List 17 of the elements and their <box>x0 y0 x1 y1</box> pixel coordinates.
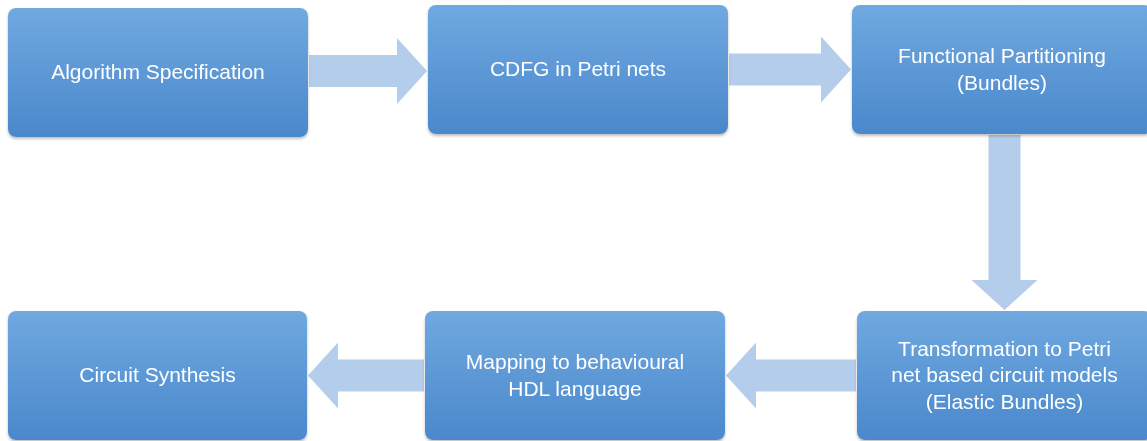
block-arrow <box>308 342 424 409</box>
box-label: CDFG in Petri nets <box>489 56 667 83</box>
block-arrow <box>971 135 1038 310</box>
process-box <box>8 8 308 137</box>
block-arrow <box>726 342 856 409</box>
box-label: Algorithm Specification <box>51 59 265 86</box>
process-box <box>425 311 725 440</box>
process-box <box>8 311 307 440</box>
box-label: Transformation to Petri net based circuit models (Elastic Bundles) <box>890 335 1119 415</box>
block-arrow <box>309 38 427 104</box>
box-label: Functional Partitioning (Bundles) <box>897 42 1107 96</box>
process-box <box>428 5 728 134</box>
process-box <box>852 5 1147 134</box>
block-arrow <box>729 36 851 103</box>
process-box <box>857 311 1147 440</box>
box-label: Mapping to behavioural HDL language <box>464 348 686 402</box>
box-label: Circuit Synthesis <box>79 362 236 389</box>
